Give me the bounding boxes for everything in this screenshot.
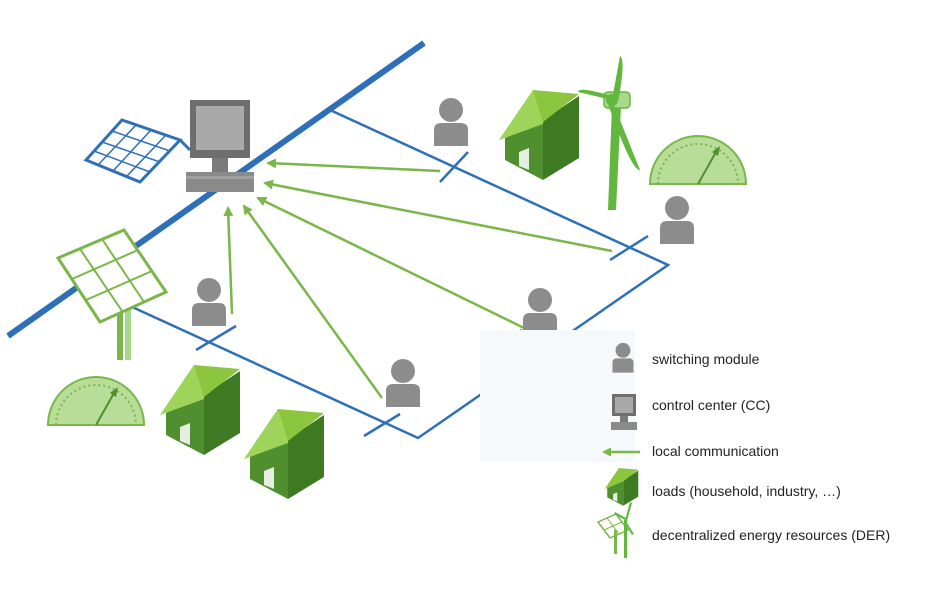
legend-switching-module-icon: [612, 342, 634, 373]
legend-label-loads: loads (household, industry, …): [652, 483, 841, 499]
legend-der-icon: [596, 502, 634, 558]
legend-panel: [480, 330, 635, 462]
switching-module-person-icon: [434, 98, 468, 146]
legend-control-center-icon: [611, 394, 637, 430]
switching-module-person-icon: [192, 278, 226, 326]
legend-label-control-center: control center (CC): [652, 397, 770, 413]
house-icon: [244, 409, 324, 499]
house-icon: [499, 90, 579, 180]
switching-module-person-icon: [386, 359, 420, 407]
comm-arrow: [223, 206, 234, 315]
comm-arrow: [263, 179, 613, 253]
solar-panel-green-icon: [55, 228, 169, 360]
legend-label-der: decentralized energy resources (DER): [652, 527, 890, 543]
house-icon: [160, 365, 240, 455]
solar-panel-blue-icon: [83, 118, 192, 184]
wind-turbine-icon: [578, 56, 640, 210]
comm-arrow: [242, 204, 384, 399]
legend-label-switching-module: switching module: [652, 351, 760, 367]
switching-module-person-icon: [660, 196, 694, 244]
switch-tick: [439, 151, 469, 183]
switching-module-person-icon: [523, 288, 557, 336]
switch-tick: [609, 234, 649, 262]
communication-arrows: [223, 158, 613, 399]
switch-tick: [195, 324, 237, 352]
gauge-icon: [649, 135, 747, 185]
legend-house-icon: [604, 468, 639, 506]
switch-tick: [363, 412, 401, 438]
gauge-icon: [47, 376, 145, 426]
control-center-computer-icon: [186, 100, 254, 192]
comm-arrow: [266, 158, 441, 173]
comm-arrow: [256, 196, 525, 330]
legend-label-local-communication: local communication: [652, 443, 779, 459]
